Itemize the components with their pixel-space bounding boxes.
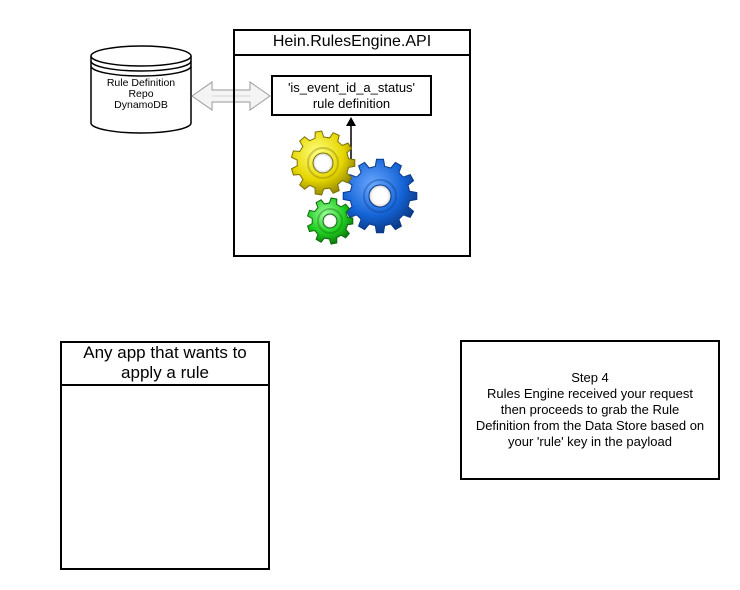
- database-label: Rule Definition Repo DynamoDB: [92, 78, 190, 111]
- arrow-up-icon: [346, 117, 356, 163]
- rule-definition-name: 'is_event_id_a_status': [287, 79, 416, 95]
- database-label-line1: Rule Definition: [106, 77, 176, 89]
- step-line-1: Step 4: [571, 370, 609, 385]
- step-4-box: Step 4 Rules Engine received your reques…: [460, 340, 720, 480]
- database-label-line3: DynamoDB: [114, 99, 168, 111]
- app-title-line1: Any app that wants to: [83, 343, 247, 362]
- rule-definition-label: rule definition: [312, 95, 391, 111]
- step-line-3: then proceeds to grab the Rule: [500, 402, 680, 417]
- rule-definition-box: 'is_event_id_a_status' rule definition: [271, 75, 432, 116]
- step-line-2: Rules Engine received your request: [487, 386, 693, 401]
- database-cylinder-icon: [90, 45, 192, 134]
- api-container: [233, 29, 471, 257]
- app-title: Any app that wants to apply a rule: [60, 341, 270, 386]
- step-line-5: your 'rule' key in the payload: [508, 434, 672, 449]
- app-title-line2: apply a rule: [121, 363, 209, 382]
- green-gear-icon: [306, 197, 354, 245]
- step-line-4: Definition from the Data Store based on: [475, 418, 705, 433]
- app-container: [60, 341, 270, 570]
- api-title: Hein.RulesEngine.API: [233, 29, 471, 56]
- blue-gear-icon: [342, 158, 418, 234]
- database-label-line2: Repo: [128, 88, 154, 100]
- gears-icon: [290, 130, 418, 245]
- yellow-gear-icon: [290, 130, 356, 196]
